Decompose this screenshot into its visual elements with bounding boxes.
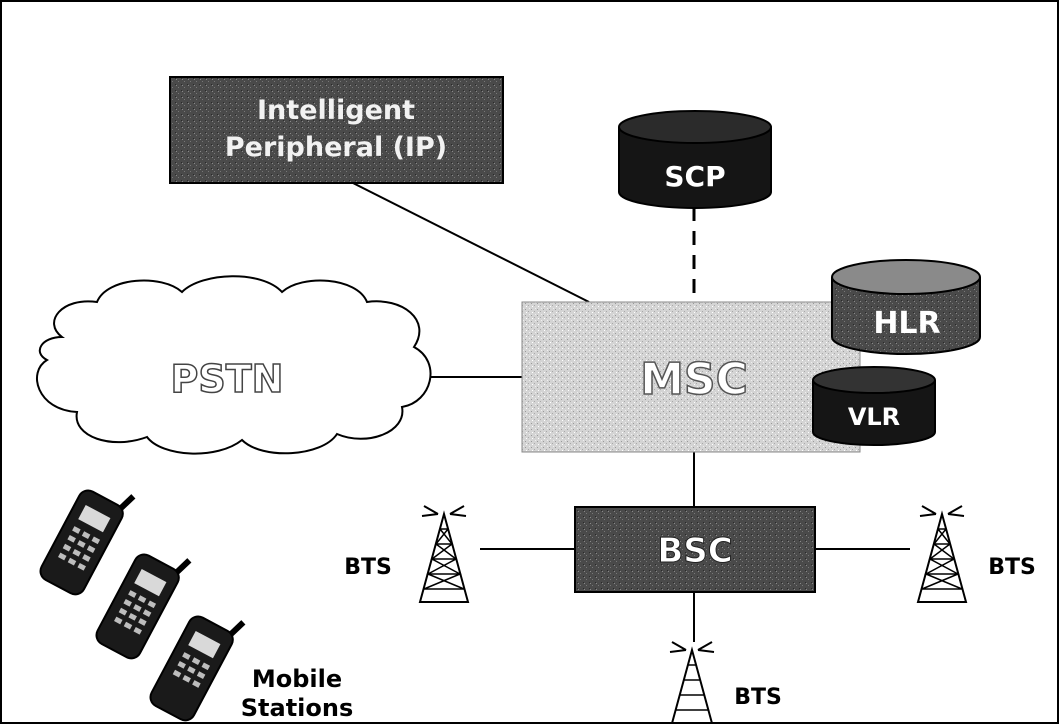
bts-tower-right: BTS xyxy=(916,505,1036,603)
intelligent-peripheral-node: Intelligent Peripheral (IP) xyxy=(169,76,504,184)
mobile-stations-label-line2: Stations xyxy=(241,694,354,722)
ip-label-line1: Intelligent xyxy=(257,95,415,126)
bsc-node: BSC xyxy=(574,506,816,593)
vlr-label: VLR xyxy=(848,403,900,431)
bts-left-label: BTS xyxy=(344,555,392,580)
mobile-station-phone-1 xyxy=(39,489,136,596)
scp-label: SCP xyxy=(664,160,725,193)
ip-msc-link xyxy=(346,179,590,303)
vlr-database: VLR xyxy=(812,366,936,446)
msc-node: MSC xyxy=(521,301,861,453)
hlr-database: HLR xyxy=(831,259,981,355)
msc-label: MSC xyxy=(640,354,748,405)
scp-database: SCP xyxy=(618,110,772,209)
bts-tower-left: BTS xyxy=(344,505,470,603)
mobile-station-phone-2 xyxy=(95,553,192,660)
pstn-cloud: PSTN xyxy=(36,275,432,455)
bsc-label: BSC xyxy=(657,531,732,571)
pstn-label: PSTN xyxy=(171,357,284,401)
bts-right-label: BTS xyxy=(988,555,1036,580)
ip-label-line2: Peripheral (IP) xyxy=(225,132,447,163)
bts-tower-bottom: BTS xyxy=(669,641,782,722)
mobile-station-phone-3 xyxy=(149,615,246,722)
mobile-stations-label-line1: Mobile xyxy=(252,665,342,693)
hlr-label: HLR xyxy=(873,306,940,341)
connection-lines xyxy=(346,179,910,642)
bts-bottom-label: BTS xyxy=(734,685,782,710)
